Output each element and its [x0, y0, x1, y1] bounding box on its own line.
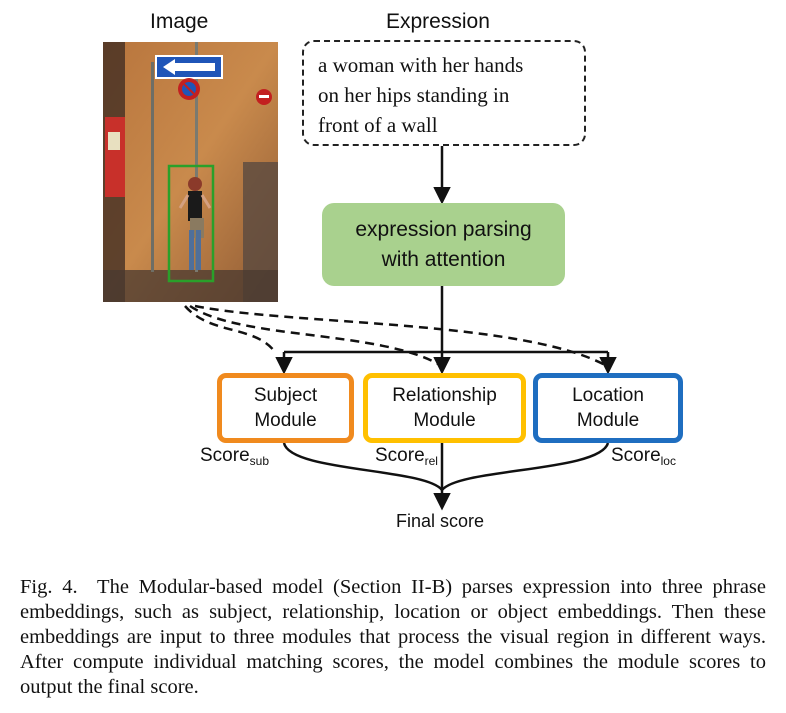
parser-line: expression parsing [355, 217, 532, 241]
expression-box: a woman with her hands on her hips stand… [302, 40, 586, 146]
module-label-line: Module [254, 410, 317, 431]
module-label-line: Module [413, 410, 476, 431]
subject-module-box: Subject Module [217, 373, 354, 443]
module-label-line: Subject [253, 385, 318, 406]
image-to-relationship-dashed [189, 304, 441, 367]
image-to-location-dashed [194, 304, 606, 367]
score-relationship-label: Scorerel [375, 445, 438, 468]
score-location-label: Scoreloc [611, 445, 676, 468]
module-label-line: Module [576, 410, 640, 431]
expression-line: a woman with her hands [318, 53, 524, 77]
relationship-module-box: Relationship Module [363, 373, 526, 443]
figure-caption-label: Fig. 4. [20, 576, 78, 598]
subject-to-final-curve [282, 442, 443, 491]
module-label-line: Location [572, 385, 644, 406]
street-photo [103, 42, 278, 302]
parser-line: with attention [381, 247, 506, 271]
expression-line: front of a wall [318, 113, 438, 137]
location-module-box: Location Module [533, 373, 683, 443]
expression-panel-title: Expression [386, 10, 490, 33]
figure-caption: Fig. 4. The Modular-based model (Section… [20, 575, 766, 700]
image-panel-title: Image [150, 10, 209, 33]
image-to-subject-dashed [184, 305, 277, 353]
figure-caption-text: The Modular-based model (Section II-B) p… [20, 576, 766, 698]
expression-line: on her hips standing in [318, 83, 510, 107]
location-to-final-curve [441, 442, 610, 491]
expression-parsing-box: expression parsing with attention [322, 203, 565, 286]
module-label-line: Relationship [392, 385, 497, 406]
final-score-label: Final score [396, 511, 485, 531]
score-subject-label: Scoresub [200, 445, 269, 468]
